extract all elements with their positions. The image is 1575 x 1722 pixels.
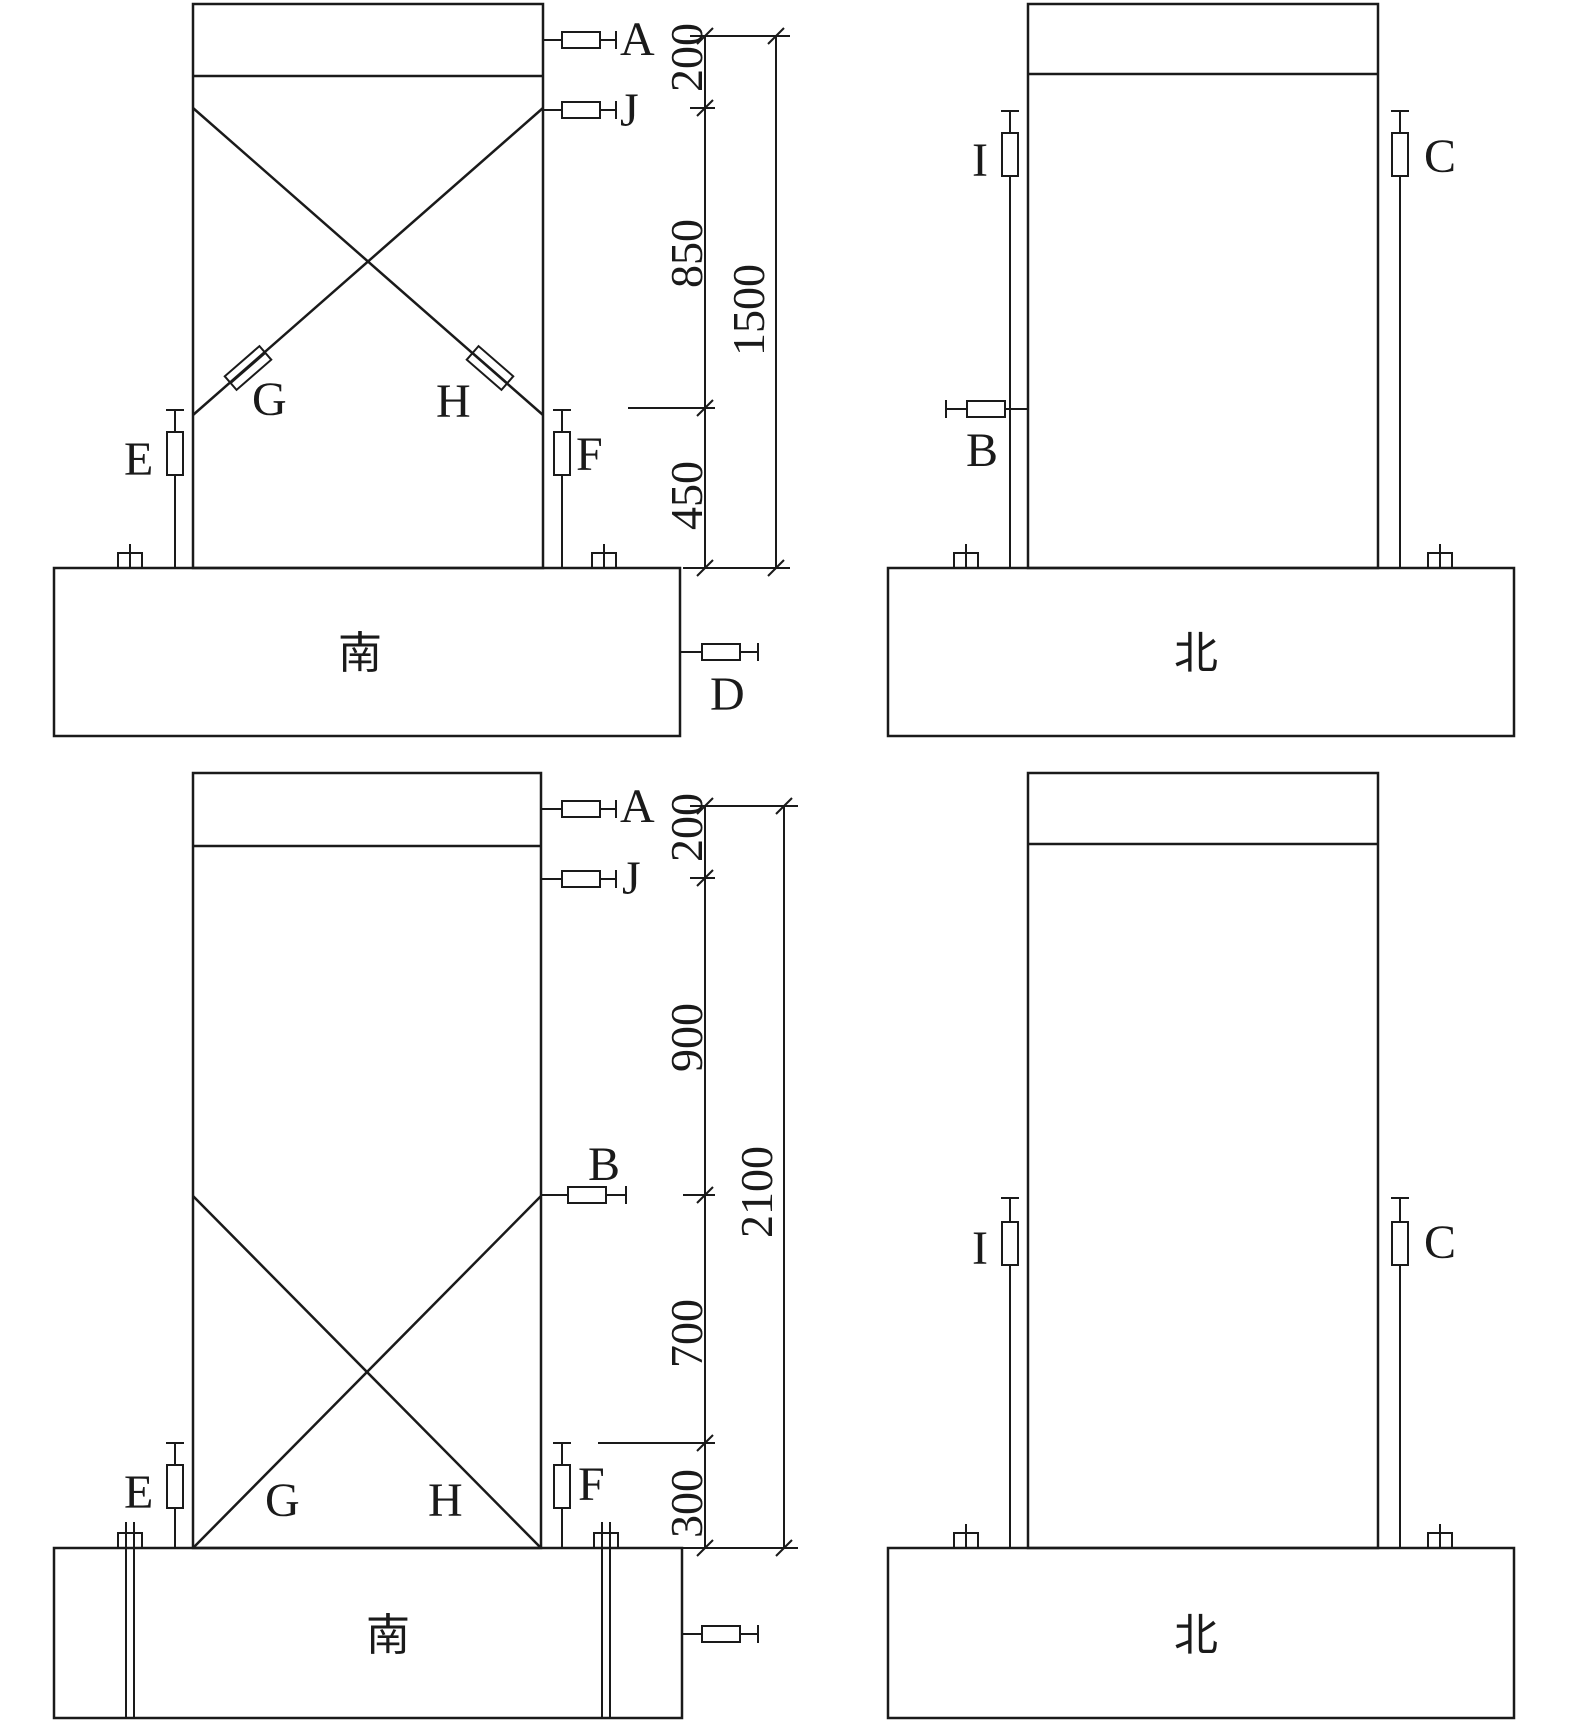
label-e: E bbox=[124, 433, 153, 486]
label-h: H bbox=[428, 1474, 463, 1527]
dim-850: 850 bbox=[661, 219, 712, 288]
sensor-i bbox=[1001, 1197, 1019, 1548]
base-label-south: 南 bbox=[338, 628, 382, 679]
label-g: G bbox=[265, 1474, 300, 1527]
sensor-e bbox=[166, 1442, 184, 1548]
panel-top-south: G H 南 A J bbox=[52, 2, 790, 738]
sensor-b bbox=[945, 400, 1028, 418]
label-j: J bbox=[622, 852, 641, 905]
anchor-rod bbox=[593, 1522, 619, 1718]
sensor-j bbox=[541, 870, 617, 888]
anchor-bolt bbox=[953, 544, 979, 569]
dim-2100: 2100 bbox=[731, 1146, 782, 1238]
dimension-lines bbox=[598, 797, 798, 1557]
anchor-bolt bbox=[953, 1524, 979, 1549]
column-body bbox=[1026, 771, 1380, 1550]
sensor-b bbox=[541, 1186, 627, 1204]
sensor-f bbox=[553, 1442, 571, 1548]
label-b: B bbox=[588, 1138, 620, 1191]
label-c: C bbox=[1424, 130, 1456, 183]
label-e: E bbox=[124, 1466, 153, 1519]
label-c: C bbox=[1424, 1216, 1456, 1269]
sensor-c bbox=[1391, 110, 1409, 568]
base-side-sensor bbox=[682, 1625, 759, 1643]
label-f: F bbox=[578, 1458, 605, 1511]
anchor-bolt bbox=[1427, 544, 1453, 569]
dimension-lines bbox=[628, 27, 790, 577]
label-a: A bbox=[620, 13, 655, 66]
anchor-bolt bbox=[591, 544, 617, 569]
gauge-h bbox=[465, 344, 515, 392]
column-body bbox=[191, 2, 545, 570]
base-label-north: 北 bbox=[1174, 1610, 1218, 1661]
panel-bottom-south: G H 南 A J bbox=[52, 771, 798, 1720]
anchor-rod bbox=[117, 1522, 143, 1718]
anchor-bolt bbox=[117, 544, 143, 569]
dim-300: 300 bbox=[661, 1469, 712, 1538]
brace-diagonal bbox=[192, 1195, 542, 1549]
label-b: B bbox=[966, 424, 998, 477]
base-block bbox=[886, 1546, 1516, 1720]
dim-1500: 1500 bbox=[723, 264, 774, 356]
sensor-e bbox=[166, 409, 184, 568]
dim-700: 700 bbox=[661, 1299, 712, 1368]
panel-top-north: 北 I C B bbox=[886, 2, 1516, 738]
sensor-a bbox=[543, 31, 617, 49]
panel-bottom-north: 北 I C bbox=[886, 771, 1516, 1720]
label-f: F bbox=[576, 428, 603, 481]
label-a: A bbox=[620, 780, 655, 833]
gauge-g bbox=[223, 344, 273, 392]
label-g: G bbox=[252, 373, 287, 426]
base-label-north: 北 bbox=[1174, 628, 1218, 679]
label-h: H bbox=[436, 375, 471, 428]
column-body bbox=[1026, 2, 1380, 570]
sensor-i bbox=[1001, 110, 1019, 568]
sensor-d bbox=[680, 643, 759, 661]
base-label-south: 南 bbox=[366, 1610, 410, 1661]
sensor-a bbox=[541, 800, 617, 818]
sensor-c bbox=[1391, 1197, 1409, 1548]
anchor-bolt bbox=[1427, 1524, 1453, 1549]
sensor-f bbox=[553, 409, 571, 568]
dim-200: 200 bbox=[661, 793, 712, 862]
label-j: J bbox=[620, 84, 639, 137]
label-d: D bbox=[710, 668, 745, 721]
sensor-j bbox=[543, 101, 617, 119]
dim-200: 200 bbox=[661, 23, 712, 92]
label-i: I bbox=[972, 134, 988, 187]
dim-450: 450 bbox=[661, 461, 712, 530]
base-block bbox=[886, 566, 1516, 738]
dim-900: 900 bbox=[661, 1003, 712, 1072]
column-body bbox=[191, 771, 543, 1550]
label-i: I bbox=[972, 1222, 988, 1275]
